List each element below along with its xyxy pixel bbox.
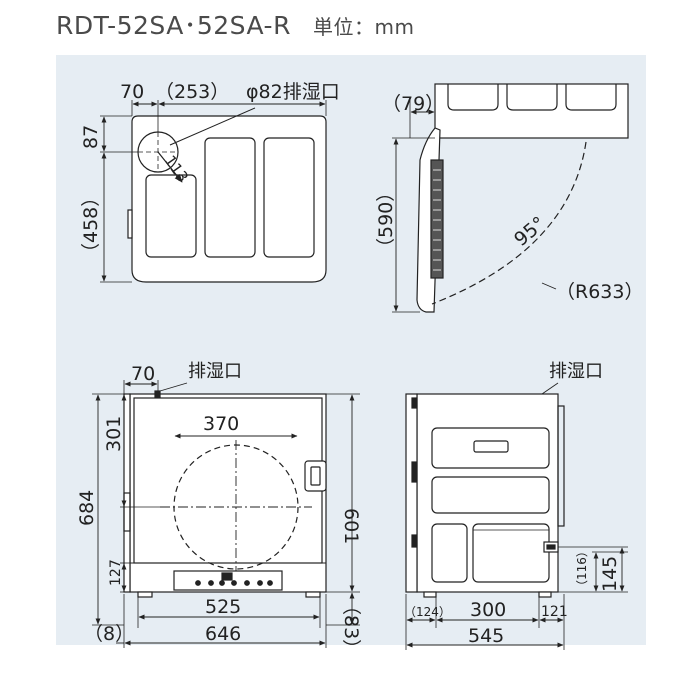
side-panel-label [473,440,509,453]
front-d601: 601 [340,508,362,544]
top-view [100,100,327,283]
top-vent-label: φ82排湿口 [246,81,340,103]
door-radius-label: （R633） [556,281,643,303]
unit-label: 単位：mm [312,15,415,39]
side-open-slot-3 [565,84,617,111]
side-d121: 121 [541,604,568,620]
front-foot-left [137,591,153,598]
side-body [416,393,559,593]
side-open-slot-2 [506,84,558,111]
front-d646: 646 [205,623,241,645]
front-d83: （83） [340,596,362,658]
front-foot-right [305,591,321,598]
control-button-5 [244,580,250,586]
front-vent-mark [154,390,161,398]
front-body [129,393,327,593]
side-open-slot-1 [447,84,499,111]
top-d253: （253） [155,81,229,103]
top-view-slot-2 [204,137,256,258]
control-button-3 [219,580,225,586]
door-angle-label: 95° [510,212,550,251]
front-vent-label: 排湿口 [188,361,242,382]
front-d525: 525 [205,596,241,618]
side-d545: 545 [468,625,504,647]
top-d70: 70 [120,81,144,103]
front-side-latch [123,492,131,532]
control-button-6 [257,580,263,586]
door-handle [304,460,327,492]
side-open-d79: （79） [382,93,444,115]
front-d127: 127 [108,559,124,586]
front-d370: 370 [203,413,239,435]
control-button-7 [267,580,273,586]
top-view-slot-1 [145,174,197,258]
side-door-edge [405,393,418,593]
control-button-1 [195,580,201,586]
radius-leader [541,282,557,290]
front-d301: 301 [103,416,125,452]
top-view-handle [127,209,133,239]
door-handle-inner [310,466,321,486]
side-panel-top [431,427,550,469]
diagram-title: RDT-52SA･52SA-R 単位：mm [56,6,414,42]
control-button-4 [231,580,237,586]
side-d124: （124） [404,605,451,619]
control-display [221,572,233,581]
side-open-body [434,83,629,139]
side-panel-large [472,523,550,583]
side-panel-middle [431,476,550,514]
top-d87: 87 [80,125,102,149]
front-d70: 70 [131,363,155,385]
side-back-edge [557,405,565,527]
front-d684: 684 [76,490,98,526]
front-view [92,380,360,648]
side-view [405,382,628,650]
side-d300: 300 [470,599,506,621]
front-d8: （8） [84,623,134,645]
model-name: RDT-52SA･52SA-R [56,11,291,40]
side-d145: 145 [599,556,621,592]
side-foot-right [538,591,552,598]
door-swing-arc [431,141,587,305]
side-vent-label: 排湿口 [549,361,603,382]
side-open-view [392,83,629,313]
control-button-2 [208,580,214,586]
top-view-slot-3 [263,137,315,258]
top-view-body [131,115,327,283]
side-d116: （116） [575,545,589,592]
side-open-d590: （590） [375,183,397,257]
side-panel-small [431,523,468,583]
side-foot-left [423,591,437,598]
top-d458: （458） [80,188,102,262]
side-door-latch [411,461,417,483]
